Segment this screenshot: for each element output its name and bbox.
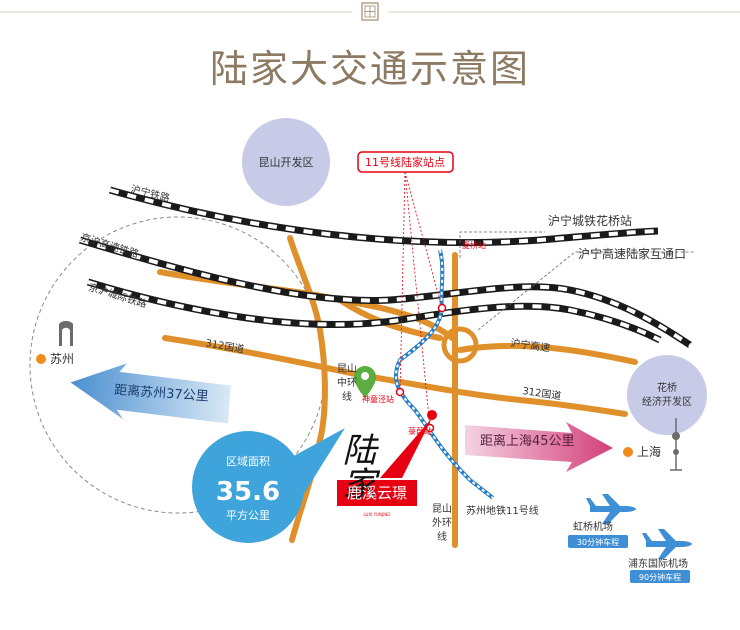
pudong-name: 浦东国际机场 bbox=[628, 557, 688, 570]
area-label: 区域面积 bbox=[226, 455, 270, 468]
project-pointer bbox=[380, 418, 432, 478]
middle-ring-label-2: 中环 bbox=[337, 376, 357, 389]
leader-lines bbox=[459, 231, 695, 331]
shanghai-tower-icon bbox=[670, 418, 682, 471]
road-lujia-interchange bbox=[441, 326, 479, 364]
road-huning-expressway-label: 沪宁高速 bbox=[510, 336, 551, 354]
zone-huaqiao-label-2: 经济开发区 bbox=[642, 395, 692, 408]
middle-ring-label-1: 昆山 bbox=[337, 363, 357, 375]
callout-lines bbox=[399, 171, 443, 429]
rail-jinghu-hsr-dash bbox=[79, 238, 692, 347]
seal-icon bbox=[361, 2, 379, 21]
area-value: 35.6 bbox=[216, 477, 280, 507]
road-huning-expressway bbox=[457, 342, 638, 365]
stop-shenjing-label: 神童泾站 bbox=[362, 394, 394, 404]
outer-ring-label-1: 昆山 bbox=[432, 503, 452, 515]
pudong-time: 90分钟车程 bbox=[639, 572, 681, 582]
metro-line11-label: 苏州地铁11号线 bbox=[466, 504, 539, 517]
area-unit: 平方公里 bbox=[226, 508, 270, 522]
zone-kunshan-dev bbox=[242, 118, 330, 206]
location-pin-icon bbox=[354, 366, 376, 398]
rail-huning-dash bbox=[109, 188, 659, 245]
page-title: 陆家大交通示意图 bbox=[210, 47, 530, 91]
outer-ring-label: 昆山 外环 线 bbox=[432, 503, 452, 543]
interchange-label: 沪宁高速陆家互通口 bbox=[578, 246, 686, 261]
zone-kunshan-label: 昆山开发区 bbox=[259, 155, 314, 169]
city-suzhou: 苏州 bbox=[50, 352, 74, 366]
arrow-to-shanghai bbox=[465, 422, 613, 472]
project-badge bbox=[337, 480, 417, 506]
station-huaqiao-dot bbox=[437, 303, 447, 313]
line11-callout-text: 11号线陆家站点 bbox=[365, 155, 445, 169]
hongqiao-time: 30分钟车程 bbox=[577, 537, 619, 547]
distance-shanghai: 距离上海45公里 bbox=[480, 433, 575, 449]
airplane-icon-hongqiao bbox=[586, 494, 636, 524]
rail-jinghu-label: 京沪高速铁路 bbox=[79, 230, 140, 260]
pudong-time-badge bbox=[630, 570, 690, 583]
project-sub: LUXI YUNJING bbox=[364, 512, 391, 517]
railway-network bbox=[78, 186, 692, 348]
hongqiao-name: 虹桥机场 bbox=[573, 520, 613, 533]
zone-huaqiao-label-1: 花桥 bbox=[657, 381, 677, 394]
area-circle bbox=[192, 431, 304, 543]
city-shanghai: 上海 bbox=[637, 444, 661, 459]
middle-ring-label: 昆山 中环 线 bbox=[337, 363, 357, 403]
zone-huaqiao-dev bbox=[627, 355, 707, 435]
road-312 bbox=[162, 335, 628, 417]
outer-ring-label-2: 外环 bbox=[432, 517, 452, 529]
project-name: 鹿溪云璟 bbox=[347, 484, 407, 502]
outer-ring-label-3: 线 bbox=[437, 530, 447, 543]
city-dot-suzhou bbox=[36, 354, 46, 364]
hongqiao-time-badge bbox=[568, 535, 628, 548]
project-calligraphy: 陆家 bbox=[336, 432, 376, 500]
station-xiaqiao-label: 夏桥站 bbox=[462, 240, 486, 250]
middle-ring-label-3: 线 bbox=[342, 390, 352, 403]
distance-suzhou: 距离苏州37公里 bbox=[114, 382, 209, 405]
line11-callout-box bbox=[357, 151, 454, 173]
project-location-dot bbox=[427, 410, 437, 420]
arrow-to-suzhou bbox=[70, 363, 231, 424]
station-huaqiao-label: 沪宁城铁花桥站 bbox=[548, 213, 632, 228]
airplane-icon-pudong bbox=[642, 529, 692, 559]
stop-lujia-label: 菉葭站 bbox=[408, 426, 432, 436]
station-shenjing-dot bbox=[395, 387, 405, 397]
road-middle-ring bbox=[287, 235, 328, 543]
road-312-left-label: 312国道 bbox=[204, 336, 245, 356]
suzhou-landmark-icon bbox=[59, 321, 73, 346]
rail-intercity bbox=[86, 278, 662, 344]
city-dot-shanghai bbox=[623, 447, 633, 457]
